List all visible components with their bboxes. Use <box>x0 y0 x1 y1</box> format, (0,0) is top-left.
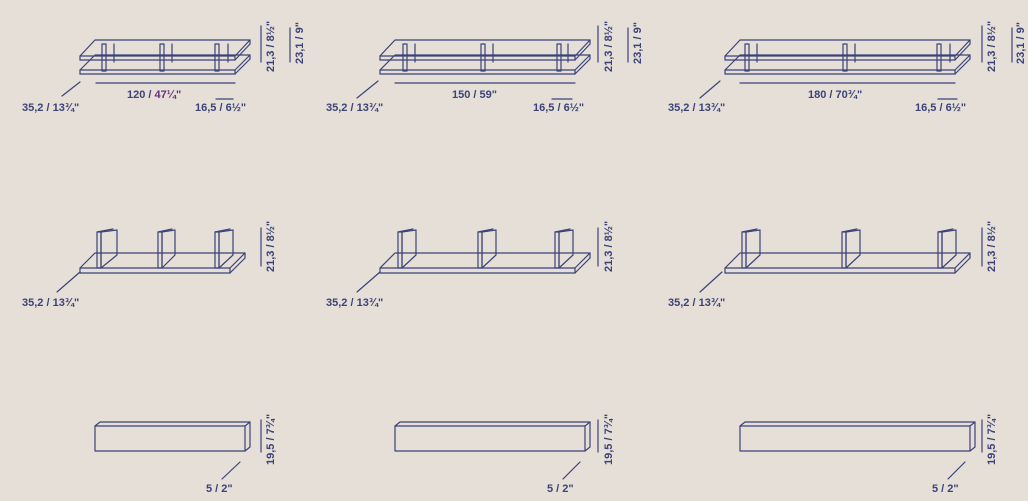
depth-label: 35,2 / 13¾" <box>326 297 384 309</box>
depth-label: 35,2 / 13¾" <box>22 102 80 114</box>
shelf-unit-180-full <box>699 25 1013 100</box>
width-label: 180 / 70¾" <box>808 89 862 102</box>
width-separator: / <box>470 89 480 101</box>
wall-panel-180 <box>739 419 983 480</box>
width-inch: 47¼" <box>154 89 182 101</box>
height-label: 21,3 / 8½" <box>986 220 998 272</box>
height-label: 21,3 / 8½" <box>603 220 615 272</box>
shelf-depth-label: 16,5 / 6½" <box>533 102 585 114</box>
depth-label: 35,2 / 13¾" <box>668 297 726 309</box>
total-height-label: 23,1 / 9" <box>632 22 644 64</box>
width-inch: 59" <box>479 89 497 101</box>
shelf-unit-150-full <box>356 25 629 100</box>
height-label: 21,3 / 8½" <box>986 20 998 72</box>
shelf-unit-120-base <box>56 227 262 293</box>
total-height-label: 23,1 / 9" <box>1015 22 1027 64</box>
width-separator: / <box>826 89 836 101</box>
width-separator: / <box>145 89 155 101</box>
height-label: 19,5 / 7¾" <box>265 413 277 465</box>
width-value: 180 <box>808 89 827 101</box>
height-label: 19,5 / 7¾" <box>986 413 998 465</box>
depth-label: 35,2 / 13¾" <box>668 102 726 114</box>
shelf-unit-150-base <box>356 227 599 293</box>
height-label: 21,3 / 8½" <box>265 20 277 72</box>
depth-label: 35,2 / 13¾" <box>22 297 80 309</box>
shelf-unit-120-full <box>61 25 291 100</box>
depth-label: 5 / 2" <box>206 483 233 495</box>
wall-panel-120 <box>94 419 262 480</box>
height-label: 21,3 / 8½" <box>265 220 277 272</box>
depth-label: 5 / 2" <box>932 483 959 495</box>
width-value: 120 <box>127 89 146 101</box>
shelf-depth-label: 16,5 / 6½" <box>915 102 967 114</box>
total-height-label: 23,1 / 9" <box>294 22 306 64</box>
width-inch: 70¾" <box>835 89 863 101</box>
depth-label: 5 / 2" <box>547 483 574 495</box>
height-label: 21,3 / 8½" <box>603 20 615 72</box>
wall-panel-150 <box>394 419 599 480</box>
shelf-unit-180-base <box>699 227 983 293</box>
height-label: 19,5 / 7¾" <box>603 413 615 465</box>
depth-label: 35,2 / 13¾" <box>326 102 384 114</box>
shelf-depth-label: 16,5 / 6½" <box>195 102 247 114</box>
width-value: 150 <box>452 89 471 101</box>
width-label: 120 / 47¼" <box>127 89 181 102</box>
width-label: 150 / 59" <box>452 89 497 102</box>
